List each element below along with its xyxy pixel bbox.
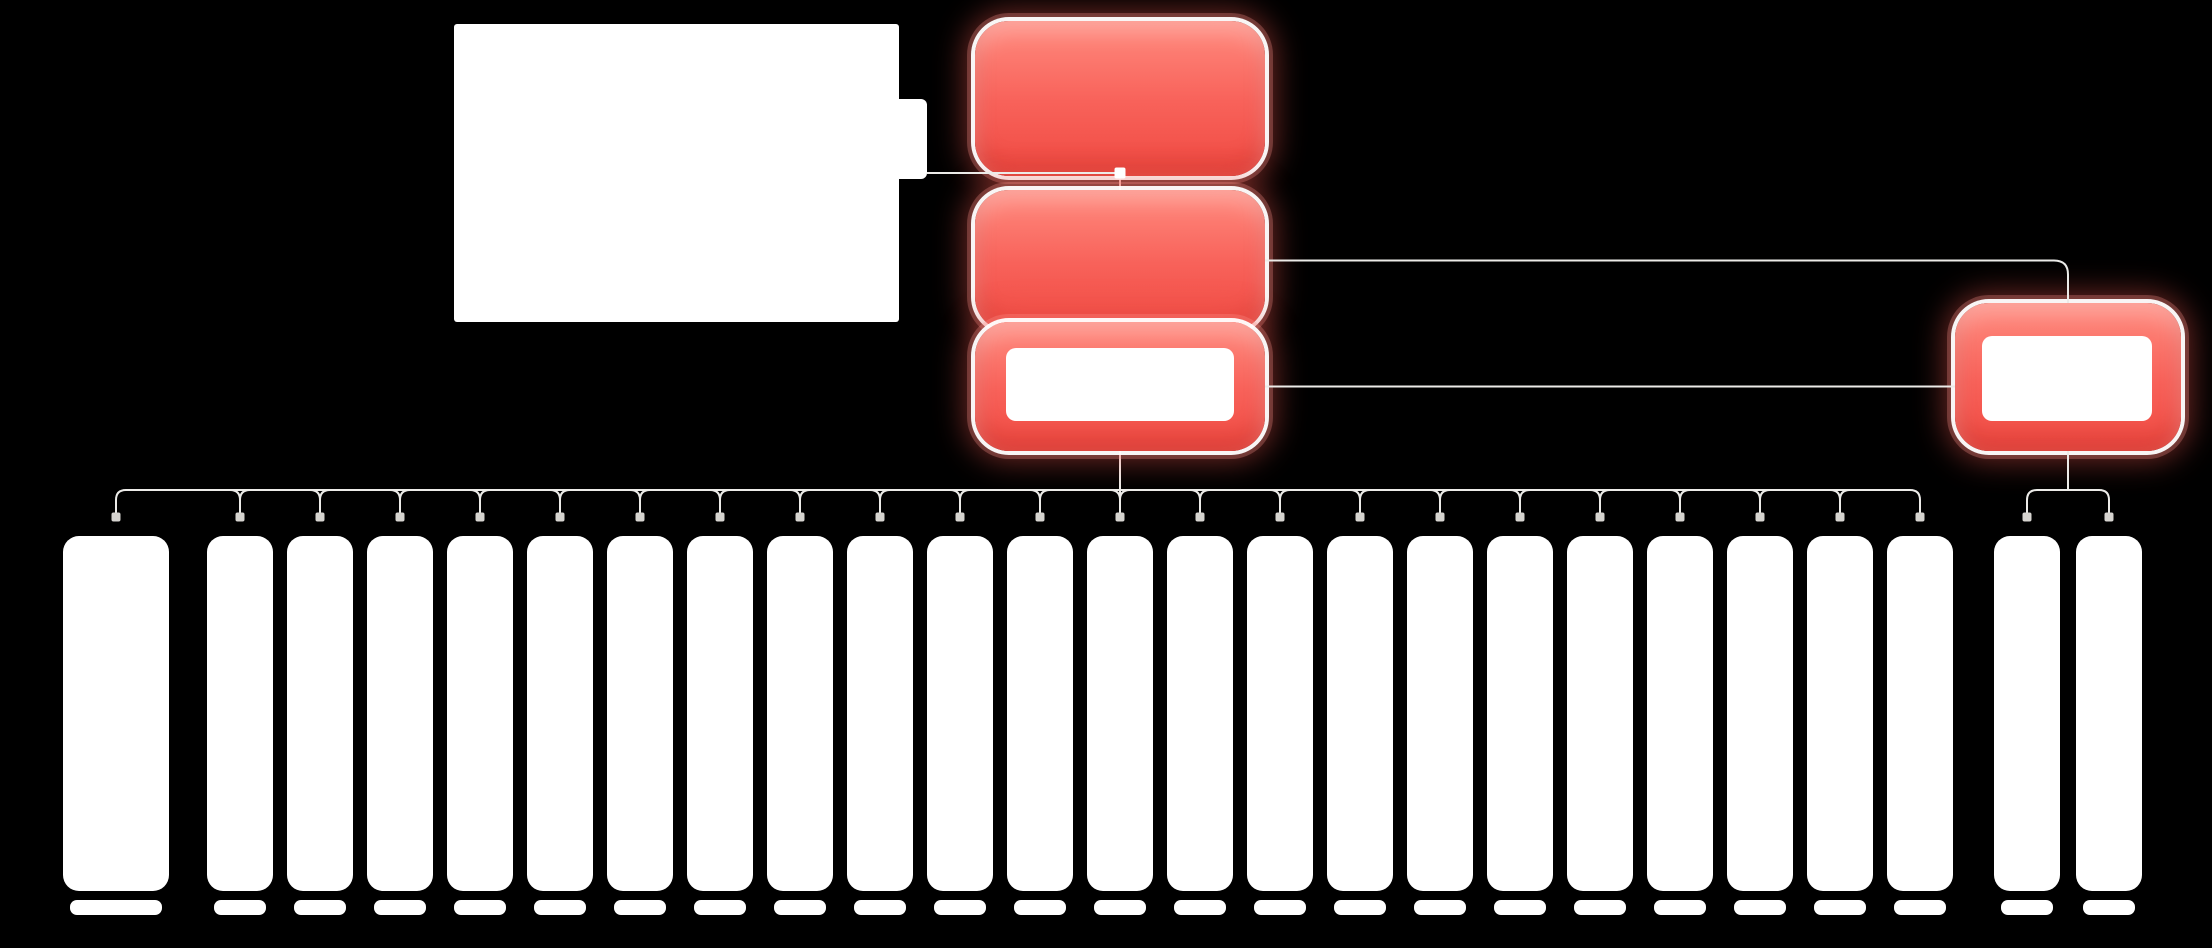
column-card[interactable] — [447, 536, 513, 891]
connector-dot-handle[interactable] — [2022, 512, 2032, 522]
column-card[interactable] — [607, 536, 673, 891]
column-card[interactable] — [1567, 536, 1633, 891]
red-node-bottom[interactable] — [975, 322, 1265, 451]
connector-dot-handle[interactable] — [1115, 512, 1125, 522]
column-card[interactable] — [1327, 536, 1393, 891]
connector-dot-handle[interactable] — [555, 512, 565, 522]
bus-connector-right — [2026, 451, 2110, 513]
link-middle-to-right-node — [1265, 259, 2069, 303]
column-card[interactable] — [1727, 536, 1793, 891]
column-card[interactable] — [1807, 536, 1873, 891]
connector-dot-handle[interactable] — [1435, 512, 1445, 522]
connector-dot-handle[interactable] — [635, 512, 645, 522]
column-card[interactable] — [687, 536, 753, 891]
root-card[interactable] — [454, 24, 899, 322]
connector-dot-handle[interactable] — [475, 512, 485, 522]
column-stub[interactable] — [2083, 900, 2135, 915]
column-card[interactable] — [1007, 536, 1073, 891]
connector-dot-handle[interactable] — [1355, 512, 1365, 522]
column-stub[interactable] — [454, 900, 506, 915]
column-stub[interactable] — [374, 900, 426, 915]
column-card[interactable] — [1994, 536, 2060, 891]
column-stub[interactable] — [1574, 900, 1626, 915]
column-card[interactable] — [2076, 536, 2142, 891]
connector-dot-handle[interactable] — [1195, 512, 1205, 522]
column-stub[interactable] — [1174, 900, 1226, 915]
red-node-middle[interactable] — [975, 190, 1265, 331]
connector-dot-handle[interactable] — [875, 512, 885, 522]
column-stub[interactable] — [534, 900, 586, 915]
column-stub[interactable] — [614, 900, 666, 915]
connector-dot-handle[interactable] — [715, 512, 725, 522]
root-card-tab[interactable] — [897, 99, 927, 179]
connector-dot-handle[interactable] — [1275, 512, 1285, 522]
connector-dot-handle[interactable] — [1755, 512, 1765, 522]
column-card[interactable] — [1647, 536, 1713, 891]
connector-dot-handle[interactable] — [315, 512, 325, 522]
column-stub[interactable] — [1094, 900, 1146, 915]
column-stub[interactable] — [774, 900, 826, 915]
column-card[interactable] — [287, 536, 353, 891]
column-card[interactable] — [63, 536, 169, 891]
column-card[interactable] — [527, 536, 593, 891]
column-stub[interactable] — [1494, 900, 1546, 915]
column-stub[interactable] — [934, 900, 986, 915]
column-card[interactable] — [767, 536, 833, 891]
column-stub[interactable] — [1014, 900, 1066, 915]
connector-dot-handle[interactable] — [1915, 512, 1925, 522]
column-card[interactable] — [1407, 536, 1473, 891]
red-node-top[interactable] — [975, 21, 1265, 176]
column-card[interactable] — [207, 536, 273, 891]
column-card[interactable] — [1247, 536, 1313, 891]
connector-dot-handle[interactable] — [795, 512, 805, 522]
column-stub[interactable] — [1814, 900, 1866, 915]
column-card[interactable] — [1887, 536, 1953, 891]
column-stub[interactable] — [294, 900, 346, 915]
column-stub[interactable] — [1334, 900, 1386, 915]
column-stub[interactable] — [854, 900, 906, 915]
right-node-inner — [1982, 336, 2152, 421]
connector-dot-handle[interactable] — [955, 512, 965, 522]
column-stub[interactable] — [214, 900, 266, 915]
connector-dot-handle[interactable] — [1835, 512, 1845, 522]
connector-dot-handle[interactable] — [111, 512, 121, 522]
connector-dot-handle[interactable] — [1675, 512, 1685, 522]
column-stub[interactable] — [1254, 900, 1306, 915]
red-node-bottom-inner — [1006, 348, 1234, 421]
connector-dot-handle[interactable] — [395, 512, 405, 522]
column-stub[interactable] — [70, 900, 162, 915]
column-card[interactable] — [367, 536, 433, 891]
column-stub[interactable] — [2001, 900, 2053, 915]
connector-dot-handle[interactable] — [1035, 512, 1045, 522]
column-stub[interactable] — [1734, 900, 1786, 915]
right-node[interactable] — [1955, 303, 2181, 451]
column-card[interactable] — [847, 536, 913, 891]
column-card[interactable] — [1167, 536, 1233, 891]
column-card[interactable] — [927, 536, 993, 891]
bus-connector-left — [115, 489, 1921, 513]
column-stub[interactable] — [694, 900, 746, 915]
connector-dot-handle[interactable] — [2104, 512, 2114, 522]
column-card[interactable] — [1487, 536, 1553, 891]
connector-dot-handle[interactable] — [1515, 512, 1525, 522]
column-stub[interactable] — [1654, 900, 1706, 915]
connector-dot-handle[interactable] — [1595, 512, 1605, 522]
column-stub[interactable] — [1414, 900, 1466, 915]
column-stub[interactable] — [1894, 900, 1946, 915]
connector-dot-handle[interactable] — [235, 512, 245, 522]
column-card[interactable] — [1087, 536, 1153, 891]
